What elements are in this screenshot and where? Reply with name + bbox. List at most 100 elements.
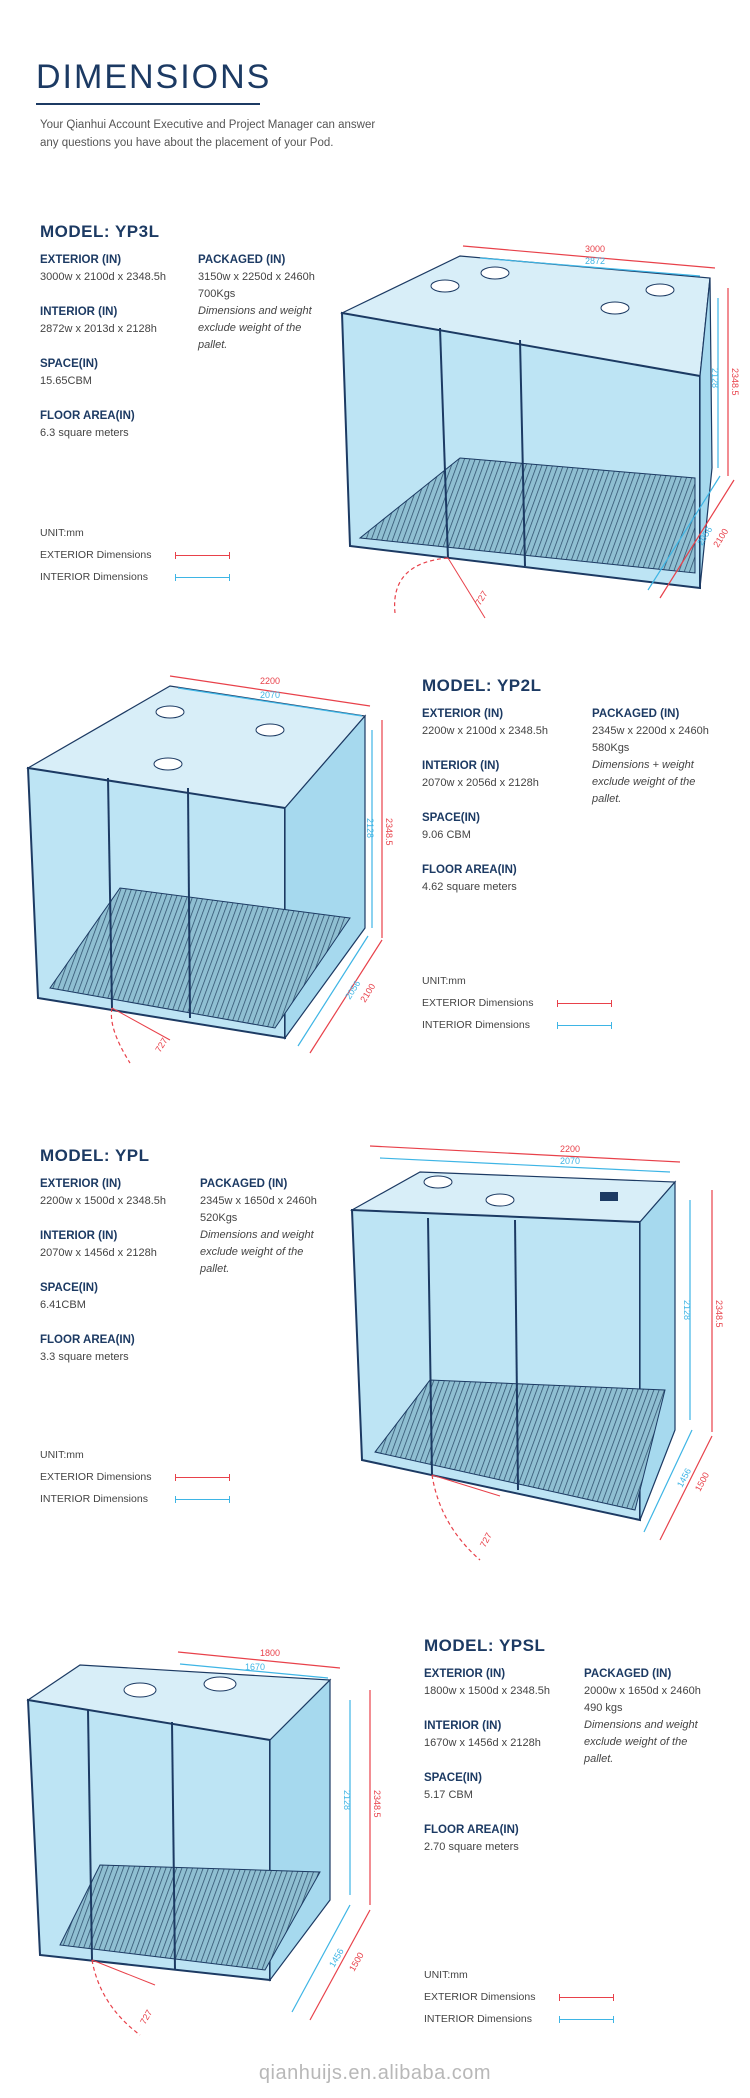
legend-interior-label: INTERIOR Dimensions	[422, 1019, 530, 1031]
dim-interior-height: 2128	[365, 818, 375, 838]
control-panel-icon	[600, 1192, 618, 1201]
vent-icon	[255, 723, 285, 737]
dim-interior-width-line	[179, 1663, 329, 1679]
legend-yp3l: UNIT:mm EXTERIOR Dimensions INTERIOR Dim…	[40, 522, 230, 588]
door-swing-arc	[394, 557, 449, 614]
value-weight: 580Kgs	[592, 742, 630, 754]
note-line-1: Dimensions and weight	[584, 1719, 698, 1731]
door-frame-right	[171, 1721, 176, 1971]
value-weight: 490 kgs	[584, 1702, 623, 1714]
label-floor-area: FLOOR AREA(IN)	[424, 1824, 519, 1836]
value-packaged: 2345w x 2200d x 2460h	[592, 725, 709, 737]
dim-exterior-depth-line	[659, 1435, 713, 1541]
vent-icon	[203, 1676, 237, 1692]
value-space: 9.06 CBM	[422, 829, 471, 841]
value-space: 15.65CBM	[40, 375, 92, 387]
legend-exterior-line	[175, 1473, 230, 1481]
dim-interior-width: 2070	[560, 1156, 580, 1166]
vent-icon	[645, 283, 675, 297]
door-frame-left	[87, 1709, 93, 1961]
dim-interior-width-line	[479, 257, 701, 277]
label-floor-area: FLOOR AREA(IN)	[422, 864, 517, 876]
door-swing-arc	[431, 1474, 481, 1561]
value-exterior: 1800w x 1500d x 2348.5h	[424, 1685, 550, 1697]
dim-exterior-width-line	[462, 245, 716, 269]
label-exterior: EXTERIOR (IN)	[424, 1668, 506, 1680]
dim-interior-height: 2128	[682, 1300, 692, 1320]
value-packaged: 2345w x 1650d x 2460h	[200, 1195, 317, 1207]
legend-exterior-label: EXTERIOR Dimensions	[40, 1471, 152, 1483]
pod-drawing-yp2l: 2200 2070 2348.5 2128 2100 2056 727	[26, 675, 394, 1064]
model-title-yp3l: MODEL: YP3L	[40, 222, 160, 241]
specs-right-yp3l: PACKAGED (IN) 3150w x 2250d x 2460h 700K…	[198, 252, 348, 354]
legend-unit: UNIT:mm	[422, 975, 466, 987]
dim-exterior-depth-line	[309, 939, 383, 1054]
legend-exterior-label: EXTERIOR Dimensions	[40, 549, 152, 561]
label-interior: INTERIOR (IN)	[422, 760, 500, 772]
door-frame-left	[427, 1217, 433, 1476]
door-frame-right	[187, 787, 191, 1019]
vent-icon	[155, 705, 185, 719]
value-interior: 2070w x 1456d x 2128h	[40, 1247, 157, 1259]
dim-interior-width-line	[177, 687, 363, 717]
page-title: DIMENSIONS	[36, 58, 272, 96]
value-interior: 1670w x 1456d x 2128h	[424, 1737, 541, 1749]
note-line-3: pallet.	[584, 1753, 614, 1765]
note-line-1: Dimensions and weight	[198, 305, 312, 317]
dim-interior-width: 2872	[585, 256, 605, 266]
dim-exterior-depth: 1500	[693, 1471, 711, 1493]
legend-yp2l: UNIT:mm EXTERIOR Dimensions INTERIOR Dim…	[422, 970, 612, 1036]
dim-exterior-height: 2348.5	[372, 1790, 382, 1818]
legend-interior-label: INTERIOR Dimensions	[40, 571, 148, 583]
label-space: SPACE(IN)	[422, 812, 480, 824]
label-packaged: PACKAGED (IN)	[200, 1178, 288, 1190]
legend-unit: UNIT:mm	[424, 1969, 468, 1981]
legend-unit: UNIT:mm	[40, 527, 84, 539]
legend-unit: UNIT:mm	[40, 1449, 84, 1461]
value-exterior: 2200w x 1500d x 2348.5h	[40, 1195, 166, 1207]
vent-icon	[600, 301, 630, 315]
legend-exterior-label: EXTERIOR Dimensions	[424, 1991, 536, 2003]
dim-interior-depth: 1456	[675, 1467, 693, 1489]
value-weight: 520Kgs	[200, 1212, 238, 1224]
dim-interior-depth: 1456	[327, 1947, 346, 1969]
note-line-2: exclude weight of the	[584, 1736, 688, 1748]
value-weight: 700Kgs	[198, 288, 236, 300]
dim-exterior-depth: 1500	[347, 1951, 366, 1973]
dim-interior-depth-line	[643, 1429, 693, 1533]
legend-interior-line	[557, 1021, 612, 1029]
note-line-2: exclude weight of the	[200, 1246, 304, 1258]
note-line-2: exclude weight of the	[592, 776, 696, 788]
dim-exterior-width-line	[169, 675, 371, 707]
label-floor-area: FLOOR AREA(IN)	[40, 1334, 135, 1346]
door-swing-arc	[110, 1007, 131, 1064]
legend-interior-line	[175, 573, 230, 581]
dim-interior-depth-line	[291, 1904, 351, 2013]
specs-right-yp2l: PACKAGED (IN) 2345w x 2200d x 2460h 580K…	[592, 706, 742, 808]
dim-exterior-width: 2200	[260, 676, 280, 686]
model-title-ypsl: MODEL: YPSL	[424, 1636, 546, 1655]
label-space: SPACE(IN)	[424, 1772, 482, 1784]
value-interior: 2070w x 2056d x 2128h	[422, 777, 539, 789]
specs-left-ypsl: EXTERIOR (IN) 1800w x 1500d x 2348.5h IN…	[424, 1666, 584, 1856]
pod-drawing-ypsl: 1800 1670 2348.5 2128 1500 1456 727	[26, 1648, 382, 2036]
legend-exterior-label: EXTERIOR Dimensions	[422, 997, 534, 1009]
label-interior: INTERIOR (IN)	[40, 1230, 118, 1242]
dim-exterior-width-line	[177, 1651, 341, 1669]
pod-drawing-yp3l: 3000 2872 2348.5 2128 2100 2056 727	[340, 244, 740, 619]
specs-left-yp2l: EXTERIOR (IN) 2200w x 2100d x 2348.5h IN…	[422, 706, 582, 896]
dim-exterior-height: 2348.5	[730, 368, 740, 396]
value-space: 6.41CBM	[40, 1299, 86, 1311]
legend-exterior-line	[557, 999, 612, 1007]
dim-interior-depth-line	[297, 935, 369, 1047]
dim-interior-width-line	[379, 1157, 671, 1173]
dim-exterior-depth-line	[309, 1909, 371, 2021]
pod-floor	[358, 457, 696, 574]
value-floor-area: 4.62 square meters	[422, 881, 517, 893]
dim-exterior-height: 2348.5	[384, 818, 394, 846]
label-exterior: EXTERIOR (IN)	[40, 1178, 122, 1190]
door-frame-right	[514, 1219, 519, 1491]
label-space: SPACE(IN)	[40, 1282, 98, 1294]
door-frame-right	[519, 339, 526, 567]
label-packaged: PACKAGED (IN)	[592, 708, 680, 720]
